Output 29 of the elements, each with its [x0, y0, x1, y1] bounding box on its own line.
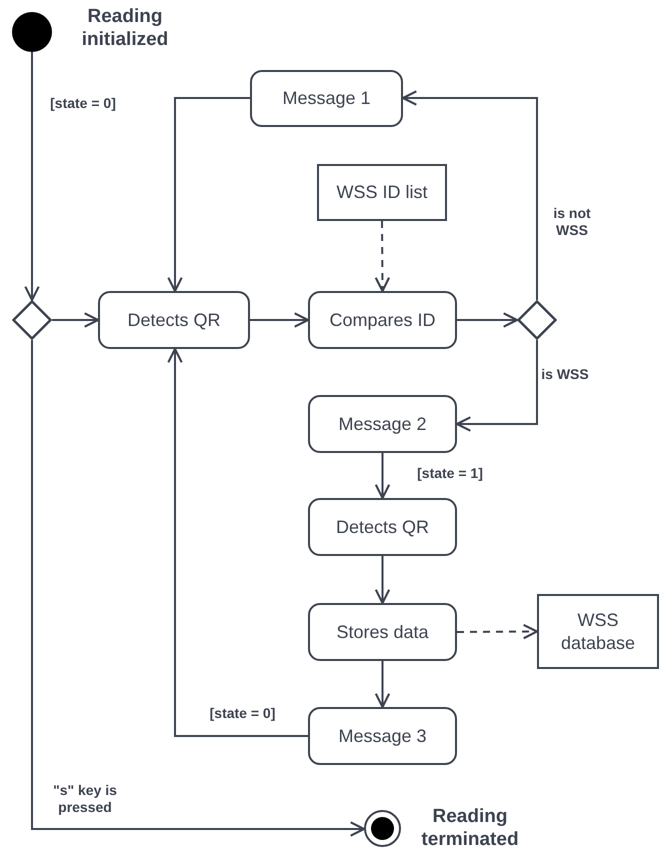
- arrow: [52, 312, 100, 328]
- arrow: [374, 221, 390, 292]
- action-box: Detects QR: [98, 291, 250, 349]
- decision-diamond: [517, 300, 557, 340]
- arrow: [374, 661, 390, 708]
- action-box: Stores data: [308, 603, 457, 661]
- arrow: [374, 556, 390, 604]
- arrow: [167, 348, 308, 737]
- state-caption: Reading initialized: [80, 6, 170, 52]
- start-node: [12, 12, 52, 52]
- action-box: Message 2: [308, 395, 457, 453]
- arrow: [374, 453, 390, 500]
- state-caption: Reading terminated: [420, 806, 520, 852]
- arrow: [402, 90, 538, 300]
- arrow: [457, 312, 518, 328]
- arrow: [24, 52, 40, 302]
- action-box: Compares ID: [308, 291, 457, 349]
- object-box: WSS database: [537, 594, 659, 669]
- action-box: Message 3: [308, 707, 457, 765]
- arrow: [456, 340, 538, 432]
- arrow: [250, 312, 310, 328]
- object-box: WSS ID list: [317, 164, 447, 221]
- decision-diamond: [12, 300, 52, 340]
- action-box: Message 1: [250, 70, 403, 127]
- arrow: [167, 97, 250, 292]
- action-box: Detects QR: [308, 498, 457, 556]
- arrow: [31, 340, 366, 837]
- end-node: [364, 810, 401, 847]
- arrow: [457, 624, 538, 640]
